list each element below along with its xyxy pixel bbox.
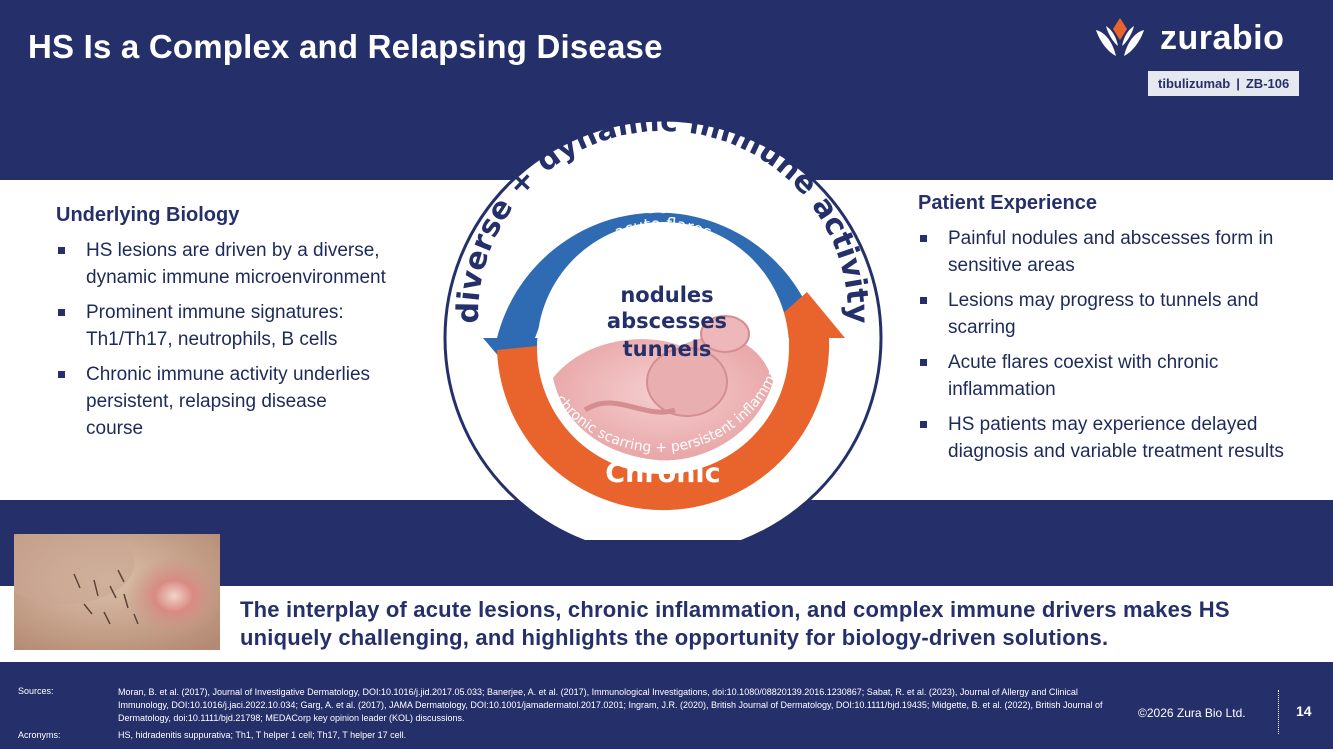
acronyms-text: HS, hidradenitis suppurativa; Th1, T hel… xyxy=(118,730,407,740)
brand-logo: zurabio xyxy=(1094,14,1314,62)
list-item: HS lesions are driven by a diverse, dyna… xyxy=(56,237,386,291)
center-label-abscesses: abscesses xyxy=(607,309,727,333)
page-number: 14 xyxy=(1296,703,1312,719)
list-item: Chronic immune activity underlies persis… xyxy=(56,361,386,442)
acronyms-label: Acronyms: xyxy=(18,730,61,740)
footer-divider xyxy=(1278,690,1279,734)
product-code: ZB-106 xyxy=(1245,76,1290,91)
underlying-biology-heading: Underlying Biology xyxy=(56,204,240,226)
copyright-text: ©2026 Zura Bio Ltd. xyxy=(1138,706,1246,720)
list-item: Acute flares coexist with chronic inflam… xyxy=(918,349,1318,403)
patient-experience-list: Painful nodules and abscesses form in se… xyxy=(918,225,1318,465)
lesion-illustration xyxy=(553,315,773,461)
list-item: HS patients may experience delayed diagn… xyxy=(918,411,1318,465)
disease-cycle-diagram: diverse + dynamic immune activity Acute … xyxy=(443,120,883,540)
acute-label: Acute xyxy=(621,190,705,220)
tag-separator: | xyxy=(1236,76,1240,91)
center-label-tunnels: tunnels xyxy=(623,337,712,361)
patient-experience-heading: Patient Experience xyxy=(918,192,1097,214)
sources-label: Sources: xyxy=(18,686,54,696)
slide-title: HS Is a Complex and Relapsing Disease xyxy=(28,28,663,65)
lesion-photo xyxy=(14,534,220,650)
brand-name: zurabio xyxy=(1160,18,1285,57)
sources-text: Moran, B. et al. (2017), Journal of Inve… xyxy=(118,687,1103,723)
chronic-arc xyxy=(497,338,830,511)
product-name: tibulizumab xyxy=(1158,76,1231,91)
footer-band xyxy=(0,662,1333,749)
list-item: Painful nodules and abscesses form in se… xyxy=(918,225,1318,279)
product-tag: tibulizumab | ZB-106 xyxy=(1148,71,1300,96)
underlying-biology-list: HS lesions are driven by a diverse, dyna… xyxy=(56,237,386,442)
center-label-nodules: nodules xyxy=(620,283,713,307)
list-item: Prominent immune signatures: Th1/Th17, n… xyxy=(56,299,386,353)
takeaway-banner xyxy=(0,586,1333,662)
list-item: Lesions may progress to tunnels and scar… xyxy=(918,287,1318,341)
takeaway-text: The interplay of acute lesions, chronic … xyxy=(240,597,1230,650)
zurabio-logo-icon xyxy=(1096,18,1144,56)
chronic-label: Chronic xyxy=(605,458,720,489)
underlying-biology-section: Underlying Biology HS lesions are driven… xyxy=(56,204,386,450)
patient-experience-section: Patient Experience Painful nodules and a… xyxy=(918,192,1318,473)
